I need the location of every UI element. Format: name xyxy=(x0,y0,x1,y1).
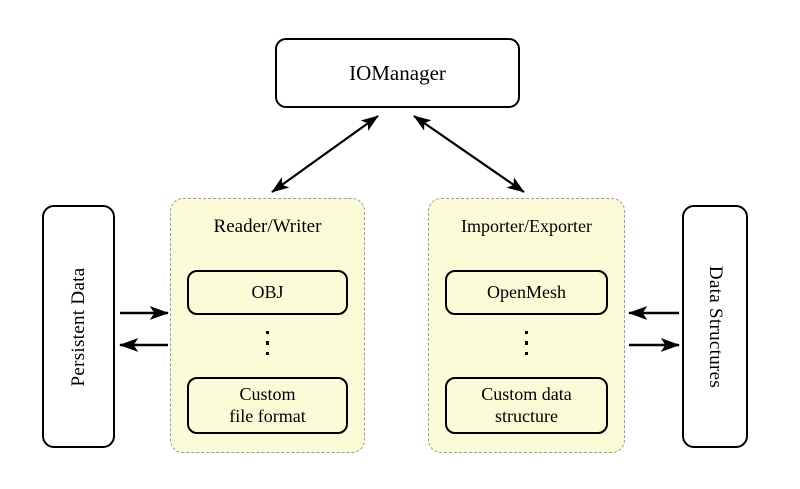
ellipsis-dot xyxy=(265,351,270,356)
item-obj[interactable]: OBJ xyxy=(187,270,348,315)
item-custom-data-structure-label-line2: structure xyxy=(495,405,558,426)
ellipsis-dot xyxy=(524,351,529,356)
item-custom-data-structure[interactable]: Custom data structure xyxy=(445,377,608,434)
group-importer-exporter-title: Importer/Exporter xyxy=(461,216,592,236)
item-custom-data-structure-label-line1: Custom data xyxy=(481,383,572,404)
ellipsis-dot xyxy=(265,341,270,345)
item-openmesh-label: OpenMesh xyxy=(487,281,566,302)
item-custom-file-format[interactable]: Custom file format xyxy=(187,377,348,434)
item-custom-file-format-label-line2: file format xyxy=(229,405,306,426)
item-openmesh[interactable]: OpenMesh xyxy=(445,270,608,315)
ellipsis-dot xyxy=(524,341,529,345)
data-structures-label: Data Structures xyxy=(705,265,726,388)
persistent-data-label: Persistent Data xyxy=(67,266,89,387)
io-manager-node[interactable]: IOManager xyxy=(275,38,520,108)
group-reader-writer[interactable]: Reader/Writer OBJ Custom file format xyxy=(170,198,365,453)
ellipsis-importer-exporter xyxy=(429,331,624,356)
group-importer-exporter[interactable]: Importer/Exporter OpenMesh Custom data s… xyxy=(428,198,625,453)
data-structures-node[interactable]: Data Structures xyxy=(682,205,748,448)
persistent-data-node[interactable]: Persistent Data xyxy=(42,205,115,448)
item-obj-label: OBJ xyxy=(251,281,284,302)
arrow-manager-importer-exporter xyxy=(413,115,525,193)
group-reader-writer-title: Reader/Writer xyxy=(213,216,322,237)
ellipsis-reader-writer xyxy=(171,331,364,356)
ellipsis-dot xyxy=(524,331,529,335)
ellipsis-dot xyxy=(265,331,270,335)
io-manager-label: IOManager xyxy=(349,60,446,85)
arrow-manager-reader-writer xyxy=(271,115,379,193)
item-custom-file-format-label-line1: Custom xyxy=(239,383,296,404)
